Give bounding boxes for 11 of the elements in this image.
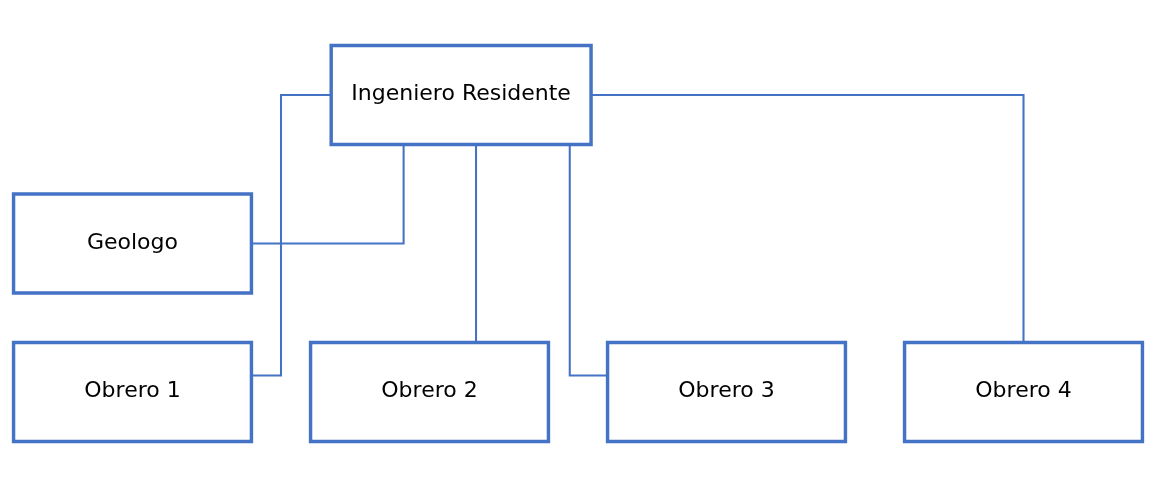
connector	[568, 144, 608, 377]
node-box: Obrero 2	[308, 340, 551, 443]
node-box: Geologo	[11, 191, 254, 295]
node-box: Obrero 3	[605, 340, 848, 443]
node-box: Ingeniero Residente	[329, 43, 593, 146]
node-box: Obrero 1	[11, 340, 254, 443]
connector	[475, 144, 478, 342]
connector	[251, 144, 405, 245]
node-box: Obrero 4	[902, 340, 1145, 443]
connector	[251, 93, 332, 377]
connector	[591, 93, 1025, 342]
